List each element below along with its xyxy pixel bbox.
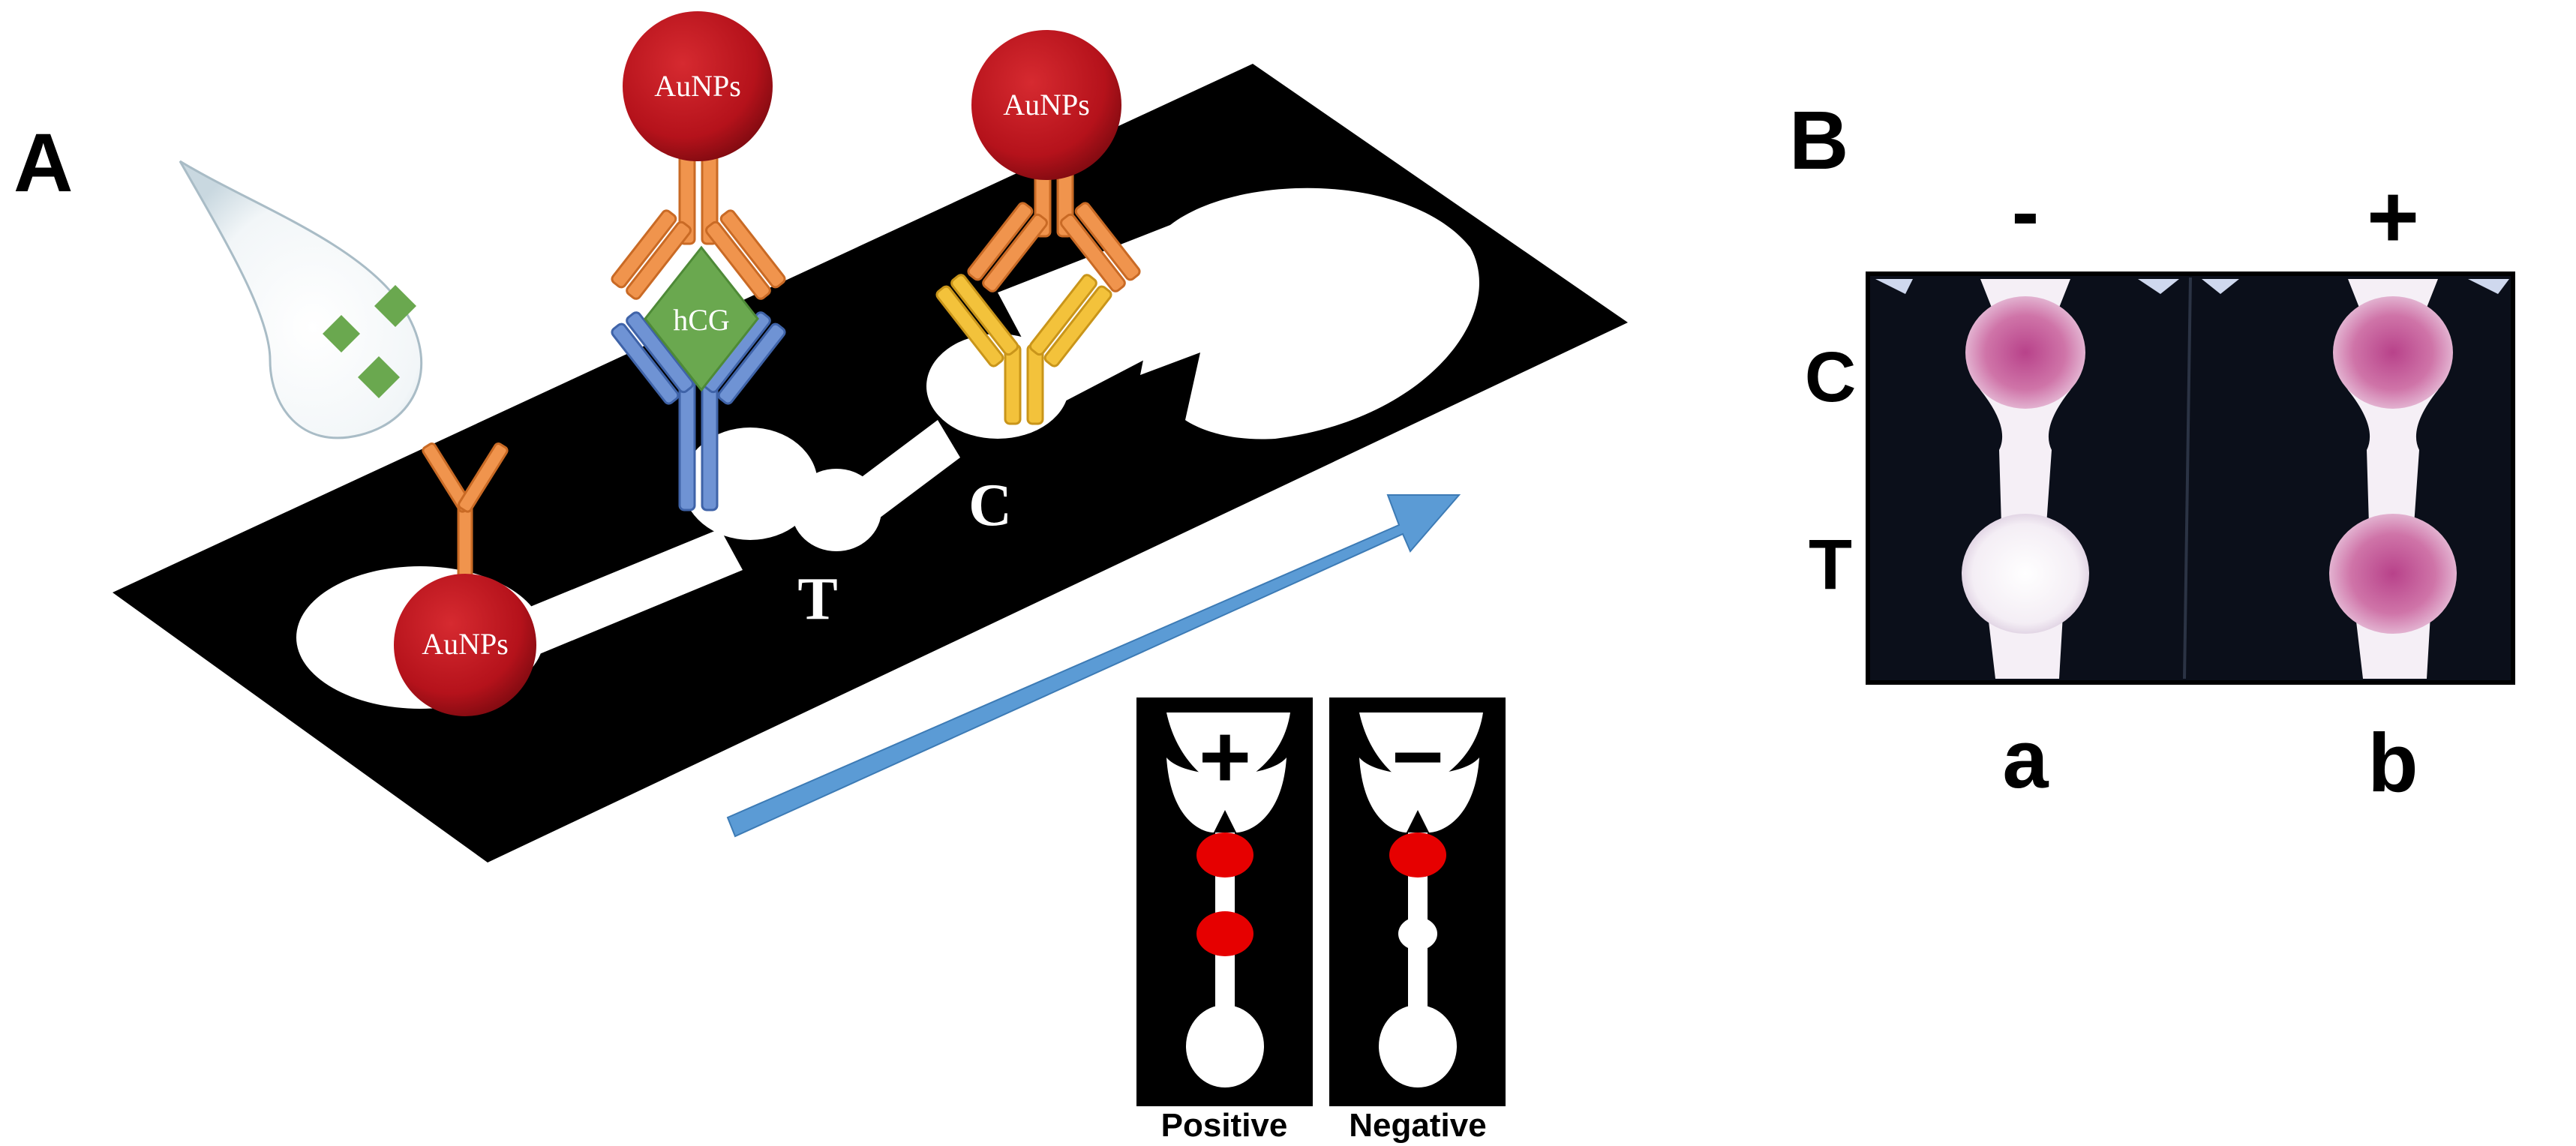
panel-a-label: A: [14, 117, 73, 209]
negative-sign: -: [2012, 166, 2040, 258]
test-band-a: [1962, 514, 2089, 634]
aunp-particle-conjugate: AuNPs: [394, 574, 536, 716]
hcg-label: hCG: [673, 303, 730, 337]
strip-b-label: b: [2367, 717, 2418, 809]
negative-caption: Negative: [1349, 1107, 1486, 1144]
positive-sign: +: [2367, 166, 2419, 267]
negative-symbol: −: [1392, 706, 1444, 807]
test-zone-label: T: [797, 566, 837, 632]
positive-strip-legend: +: [1136, 698, 1313, 1106]
droplet-icon: [180, 161, 422, 438]
control-band-b: [2333, 296, 2453, 409]
aunp-label: AuNPs: [1003, 88, 1090, 122]
control-line-label: C: [1805, 338, 1857, 417]
test-line-label: T: [1809, 525, 1852, 604]
panel-b-label: B: [1789, 94, 1848, 187]
aunp-particle-test: AuNPs: [623, 11, 773, 161]
aunp-label: AuNPs: [654, 69, 741, 103]
aunp-particle-control: AuNPs: [971, 30, 1121, 180]
control-zone-label: C: [968, 472, 1012, 538]
control-band-a: [1965, 296, 2085, 409]
strip-a-label: a: [2002, 713, 2049, 806]
negative-strip-legend: −: [1329, 698, 1506, 1106]
aunp-label: AuNPs: [422, 627, 509, 661]
test-band-b: [2329, 514, 2457, 634]
positive-symbol: +: [1199, 706, 1251, 807]
positive-caption: Positive: [1161, 1107, 1288, 1144]
